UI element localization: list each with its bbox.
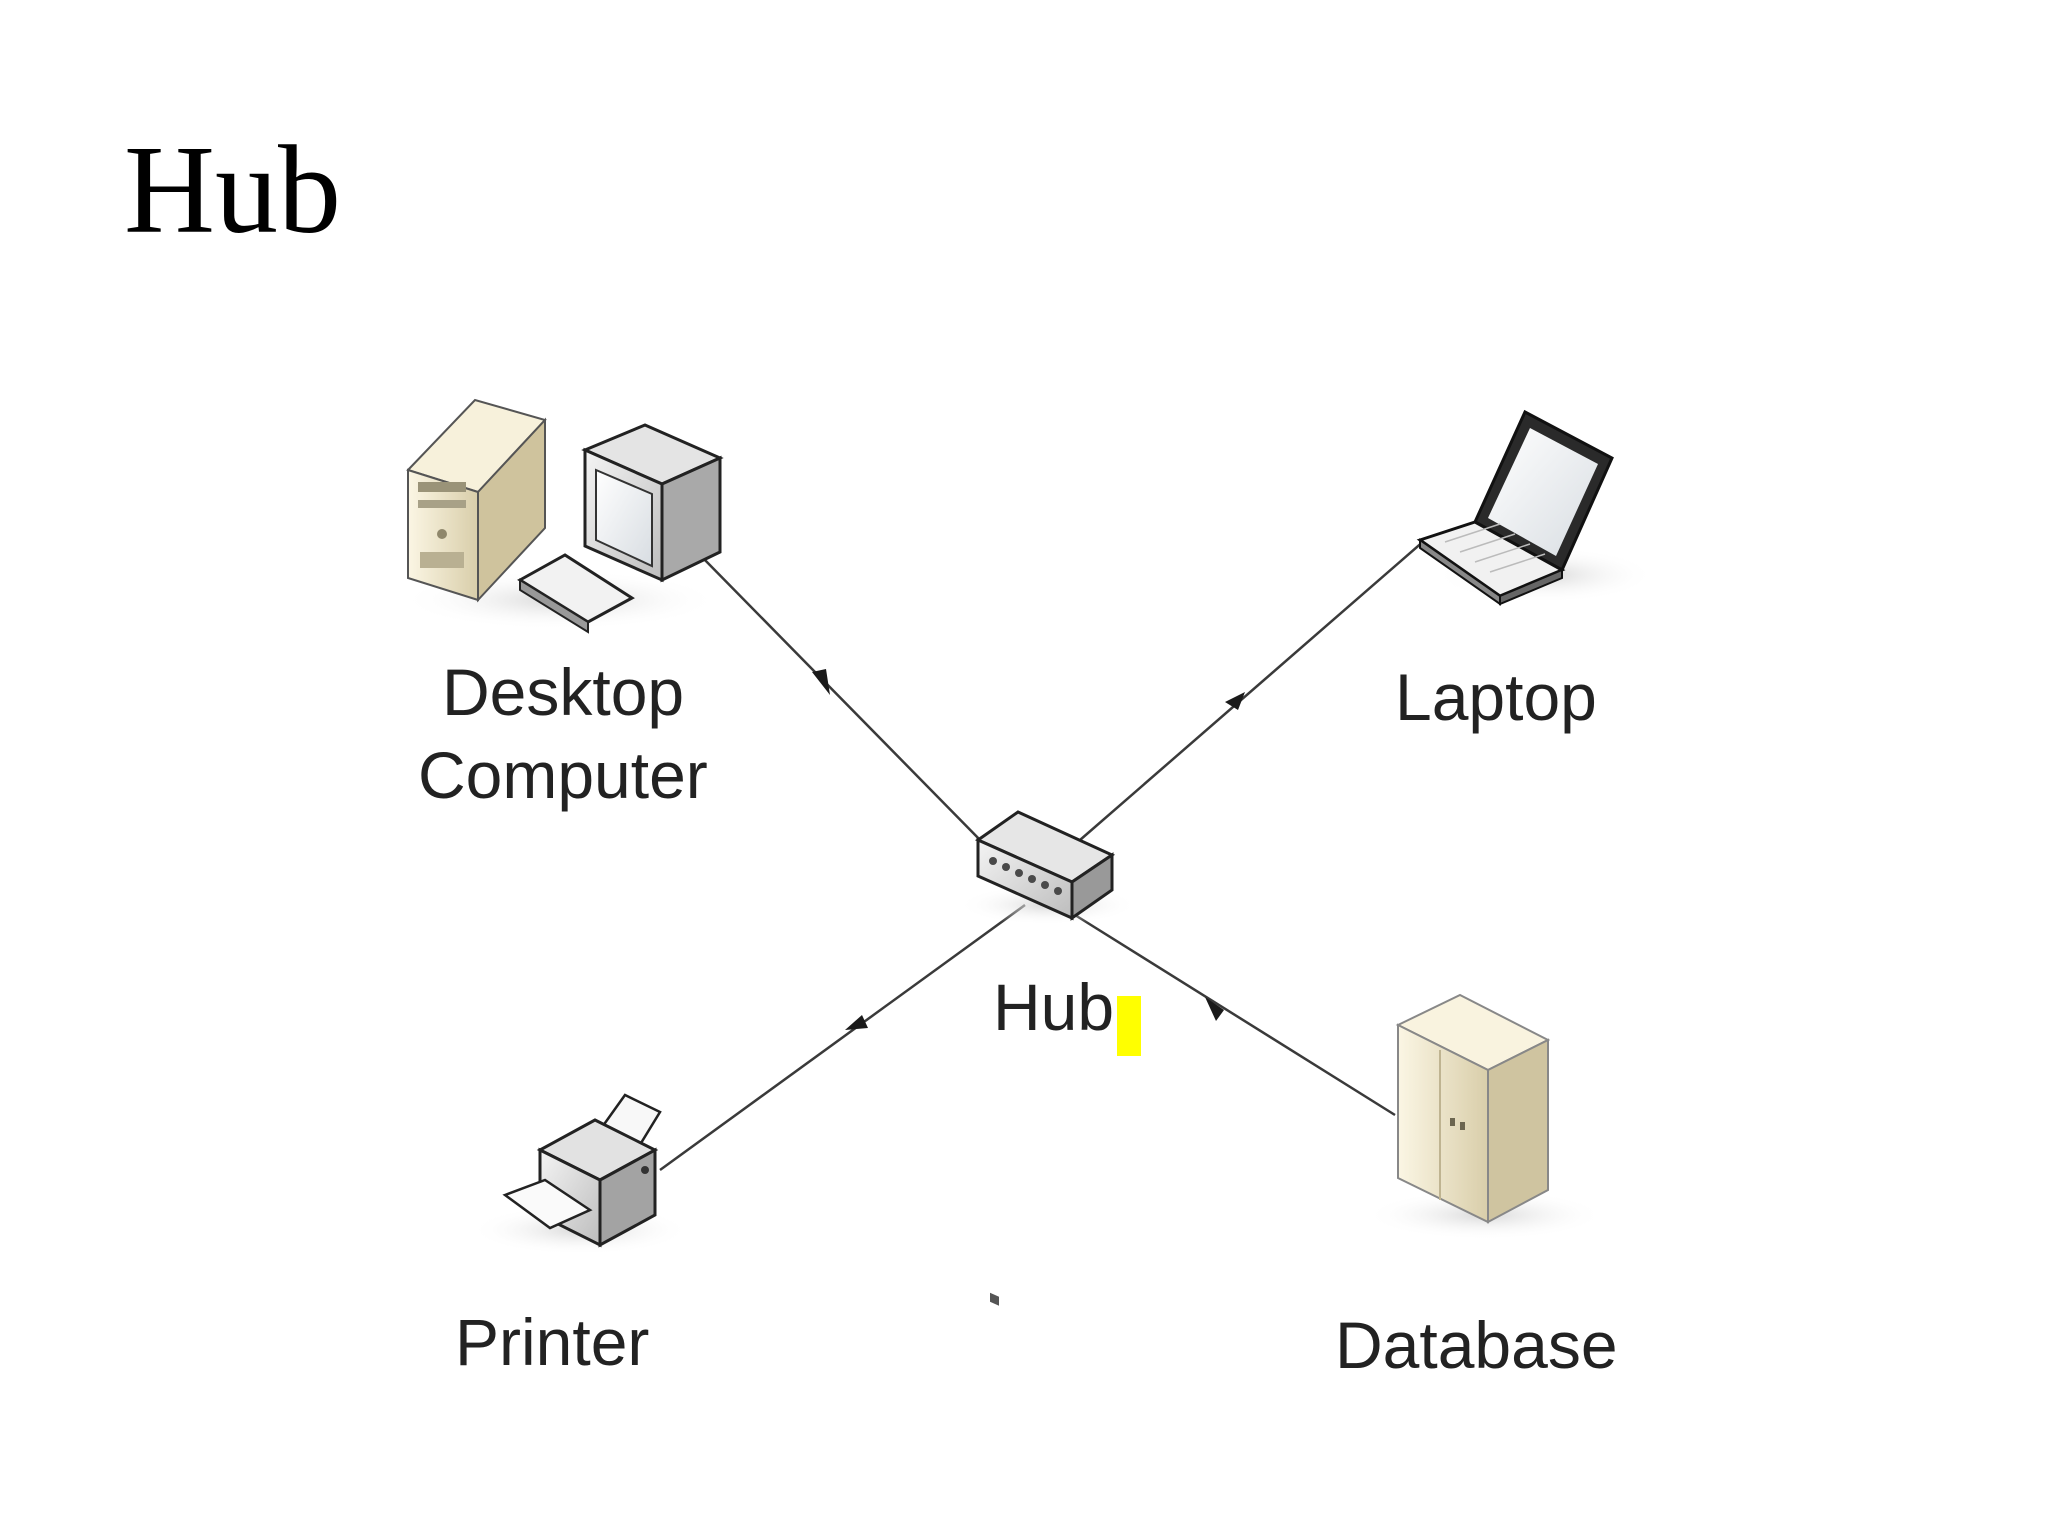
hub-label: Hub: [993, 970, 1114, 1044]
edge-hub-printer: [659, 903, 1026, 1172]
network-hub-icon: [958, 810, 1138, 1306]
database-label: Database: [1335, 1308, 1618, 1382]
edge-laptop-hub: [1079, 539, 1426, 841]
page-title: Hub: [124, 121, 341, 260]
desktop-computer-icon: [400, 398, 724, 634]
printer-icon: [470, 1093, 690, 1255]
arrow-hub-database: [1205, 997, 1224, 1021]
connections: [659, 539, 1426, 1172]
printer-label: Printer: [455, 1305, 649, 1379]
edge-desktop-hub: [699, 554, 986, 846]
arrow-hub-printer: [845, 1015, 868, 1030]
arrow-laptop-hub: [1225, 692, 1245, 710]
desktop-label-line1: Desktop: [442, 655, 684, 729]
arrowheads: [812, 669, 1245, 1030]
laptop-icon: [1416, 409, 1655, 606]
laptop-label: Laptop: [1395, 660, 1597, 734]
arrow-desktop-hub: [812, 669, 830, 695]
edge-hub-database: [1074, 913, 1396, 1117]
desktop-label-line2: Computer: [418, 738, 708, 812]
text-cursor-highlight: [1117, 996, 1141, 1056]
database-server-icon: [1365, 993, 1605, 1240]
